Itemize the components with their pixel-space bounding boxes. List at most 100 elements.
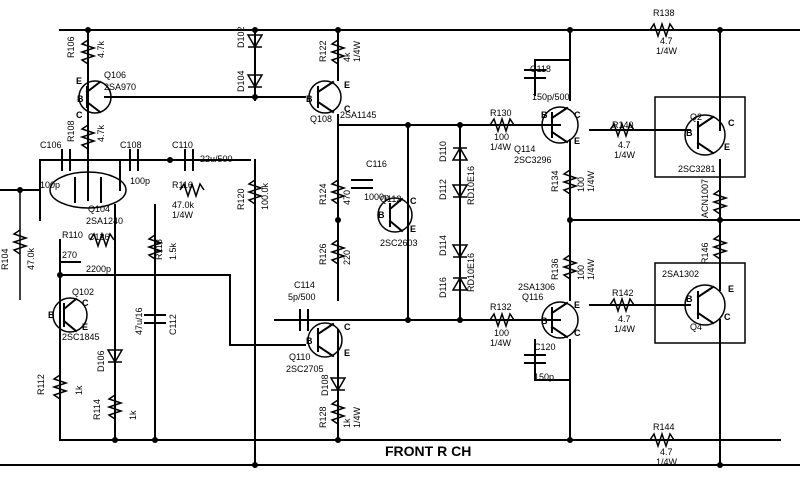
label-r112: R112 — [36, 374, 46, 395]
label-r124-val: 470 — [342, 190, 352, 205]
label-c112-val: 47u/16 — [134, 307, 144, 335]
pin-q112-c: C — [410, 196, 417, 206]
pin-q116-c: C — [574, 328, 581, 338]
label-r104-val: 47.0k — [26, 247, 36, 270]
label-r138: R138 — [653, 8, 675, 18]
label-r144-watt: 1/4W — [656, 457, 678, 467]
pin-q4-e: E — [728, 284, 734, 294]
label-r144-val: 4.7 — [660, 447, 673, 457]
capacitor-c108 — [129, 149, 139, 171]
resistor-r116 — [179, 181, 205, 199]
label-r136-watt: 1/4W — [586, 258, 596, 280]
diode-d114 — [451, 244, 469, 259]
transistor-q102 — [52, 297, 88, 333]
capacitor-c118 — [524, 69, 546, 79]
resistor-r130 — [489, 116, 515, 134]
resistor-r146a — [711, 189, 729, 215]
label-c114: C114 — [294, 280, 315, 290]
pin-q4-b: B — [686, 294, 693, 304]
capacitor-c116 — [351, 179, 373, 189]
junctions — [17, 27, 723, 468]
label-r108: R108 — [66, 120, 76, 142]
capacitors — [59, 69, 546, 364]
label-q114: Q114 — [514, 144, 535, 154]
pin-q108-c: C — [344, 104, 351, 114]
resistor-r134 — [561, 169, 579, 195]
transistors — [49, 80, 746, 358]
label-r142: R142 — [612, 288, 634, 298]
label-c116-val: 1000p — [364, 192, 389, 202]
label-r130-val: 100 — [494, 132, 509, 142]
pin-q106-b: B — [77, 94, 84, 104]
resistor-r110 — [89, 231, 115, 249]
label-r106: R106 — [66, 36, 76, 58]
label-q4-type: 2SA1302 — [662, 269, 699, 279]
label-c118-val: 150p/500 — [532, 92, 570, 102]
label-q110-type: 2SC2705 — [286, 364, 324, 374]
label-c110: C110 — [172, 140, 193, 150]
label-c110-val: 22u/500 — [200, 154, 233, 164]
label-r116: R116 — [172, 180, 193, 190]
label-q102-type: 2SC1845 — [62, 332, 100, 342]
label-q106: Q106 — [104, 70, 126, 80]
pin-q116-e: E — [574, 300, 580, 310]
pin-q112-e: E — [410, 224, 416, 234]
pin-q2-c: C — [728, 118, 735, 128]
label-c108: C108 — [120, 140, 142, 150]
resistor-r112 — [51, 374, 69, 400]
label-r128-watt: 1/4W — [352, 406, 362, 428]
resistor-r106 — [79, 39, 97, 65]
resistor-r118 — [146, 234, 164, 260]
transistor-q104-pair — [49, 171, 127, 209]
pin-q2-b: B — [686, 128, 693, 138]
label-d106: D106 — [96, 350, 106, 372]
label-c126-val: 2200p — [86, 264, 111, 274]
label-q4: Q4 — [690, 322, 702, 332]
pin-q108-e: E — [344, 80, 350, 90]
diode-d110 — [451, 146, 469, 161]
resistor-r122 — [329, 39, 347, 65]
pin-q116-b: B — [541, 316, 548, 326]
pin-q102-c: C — [82, 298, 89, 308]
label-q104: Q104 — [88, 204, 110, 214]
diode-d108 — [329, 377, 347, 392]
label-q104-type: 2SA1240 — [86, 216, 123, 226]
transistor-q2 — [654, 96, 746, 178]
transistor-q112 — [377, 197, 413, 233]
label-q108: Q108 — [310, 114, 332, 124]
label-r126-val: 220 — [342, 250, 352, 265]
transistor-q110 — [307, 322, 343, 358]
pin-q102-e: E — [82, 322, 88, 332]
label-r118-val: 1.5k — [168, 242, 178, 260]
label-c106-val: 100p — [40, 180, 60, 190]
label-q116: Q116 — [522, 292, 543, 302]
pin-q114-c: C — [574, 110, 581, 120]
label-r126: R126 — [318, 243, 328, 265]
label-r122: R122 — [318, 40, 328, 62]
resistor-r146b — [711, 234, 729, 260]
label-q116-type: 2SA1306 — [518, 282, 555, 292]
label-q2-type: 2SC3281 — [678, 164, 716, 174]
page-title: FRONT R CH — [385, 443, 471, 459]
pin-q102-b: B — [48, 310, 55, 320]
label-r136: R136 — [550, 258, 560, 280]
label-c126: C126 — [88, 232, 110, 242]
capacitor-c112 — [144, 314, 166, 324]
label-d108: D108 — [320, 374, 330, 396]
label-d116-type: RD10E16 — [466, 253, 476, 292]
resistor-r144 — [649, 431, 675, 449]
pin-q106-c: C — [76, 110, 83, 120]
label-r128: R128 — [318, 406, 328, 428]
transistor-q114 — [541, 106, 579, 144]
labels: R106 4.7k R108 4.7k R104 47.0k R110 270 … — [0, 8, 735, 467]
pin-q106-e: E — [76, 76, 82, 86]
diode-d102 — [246, 34, 264, 49]
diode-d104 — [246, 74, 264, 89]
pin-q2-e: E — [724, 142, 730, 152]
pin-q110-e: E — [344, 348, 350, 358]
capacitor-c106 — [61, 149, 71, 171]
label-r116-val: 47.0k — [172, 200, 195, 210]
diode-d106 — [106, 349, 124, 364]
label-r132-val: 100 — [494, 328, 509, 338]
